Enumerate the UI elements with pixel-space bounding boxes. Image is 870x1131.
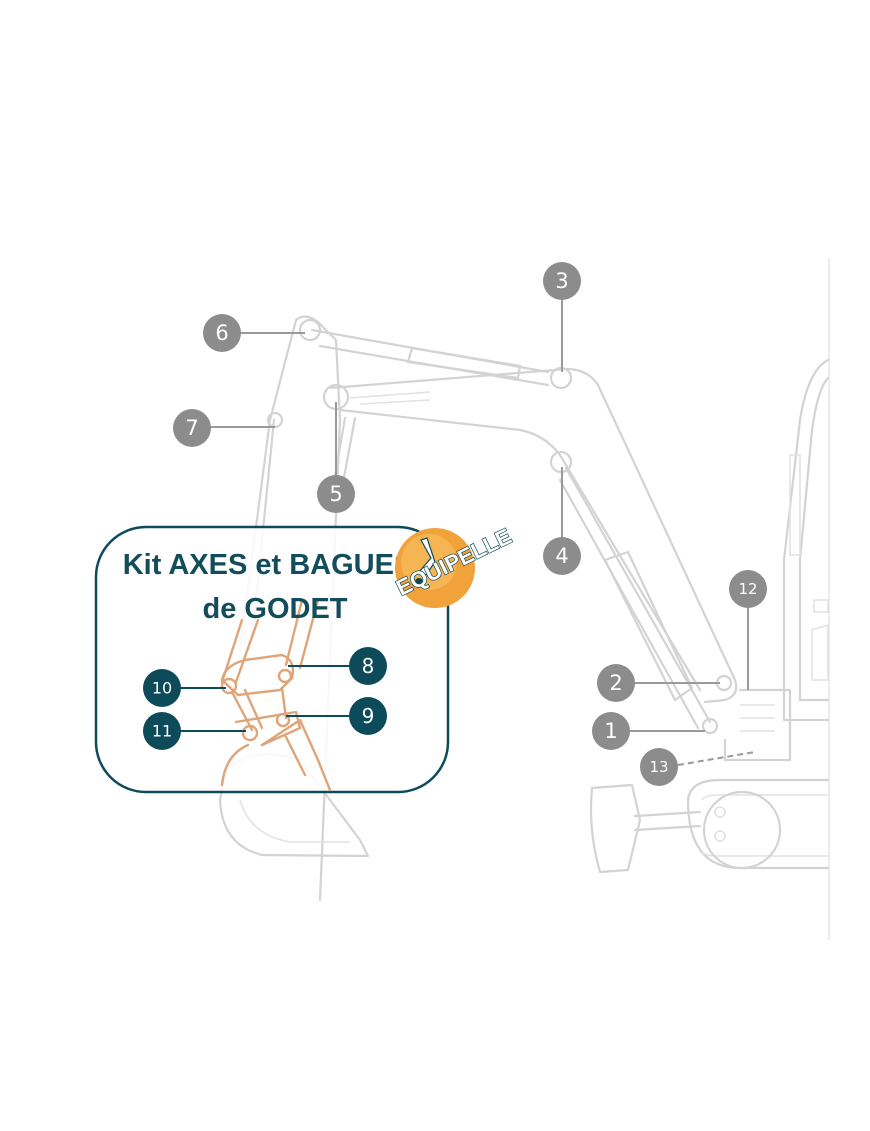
svg-text:13: 13 [649, 758, 668, 776]
callout-badge-5: 5 [317, 475, 355, 513]
svg-text:2: 2 [609, 671, 622, 695]
logo-excavator-arm-icon [418, 537, 436, 577]
svg-text:3: 3 [555, 269, 568, 293]
excavator-outline [218, 315, 830, 902]
callout-badge-11: 11 [143, 712, 181, 750]
kit-title-line2: de GODET [202, 593, 347, 625]
callout-badge-3: 3 [543, 262, 581, 300]
callout-badge-4: 4 [543, 537, 581, 575]
grey-leader-lines [208, 300, 756, 766]
svg-text:12: 12 [738, 580, 757, 598]
callout-badge-8: 8 [349, 647, 387, 685]
svg-text:1: 1 [604, 719, 617, 743]
callout-badge-2: 2 [597, 664, 635, 702]
svg-text:4: 4 [555, 544, 568, 568]
svg-text:9: 9 [362, 704, 375, 728]
svg-text:6: 6 [215, 321, 228, 345]
svg-text:11: 11 [152, 722, 172, 741]
svg-text:10: 10 [152, 679, 172, 698]
callout-badge-9: 9 [349, 697, 387, 735]
callout-badge-12: 12 [729, 570, 767, 608]
svg-text:5: 5 [329, 482, 342, 506]
callout-badge-1: 1 [592, 712, 630, 750]
callout-badge-6: 6 [203, 314, 241, 352]
callout-badge-13: 13 [640, 748, 678, 786]
bucket-linkage-highlight [220, 598, 332, 792]
callout-badge-10: 10 [143, 669, 181, 707]
callout-badge-7: 7 [173, 409, 211, 447]
svg-text:7: 7 [185, 416, 198, 440]
teal-leader-lines [180, 665, 350, 732]
svg-text:8: 8 [362, 654, 375, 678]
kit-title-line1: Kit AXES et BAGUES [123, 549, 414, 581]
